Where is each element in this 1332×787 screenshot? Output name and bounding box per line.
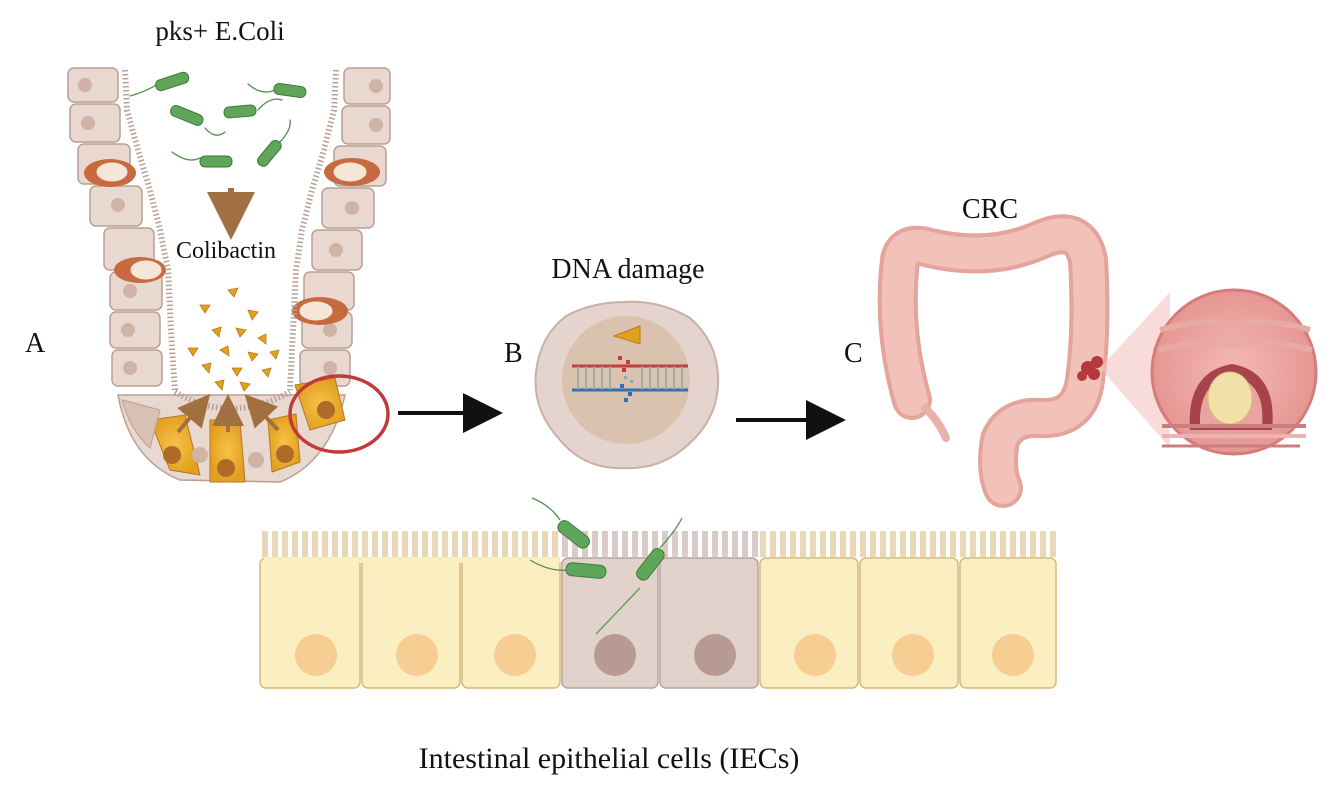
magnified-tumor-lens [1150, 288, 1318, 456]
left-wall-nuclei [78, 78, 137, 375]
panel-label-c: C [844, 338, 863, 369]
goblet-cell-right [292, 158, 380, 325]
crypt-left-wall [67, 67, 163, 387]
iec-caption: Intestinal epithelial cells (IECs) [419, 742, 800, 775]
colon-icon [877, 214, 1110, 508]
crc-panel: CRC C [844, 194, 1318, 508]
colibactin-molecules [187, 287, 280, 392]
bacterium-icon [129, 71, 190, 97]
right-wall-nuclei [323, 79, 383, 375]
magnify-cone [1100, 292, 1170, 448]
pks-ecoli-title: pks+ E.Coli [155, 16, 284, 46]
bacteria-group [129, 71, 307, 168]
bacterium-icon [247, 82, 307, 99]
bacterium-icon [169, 105, 226, 136]
iec-nuclei [295, 634, 1034, 676]
nucleus [562, 316, 690, 444]
bacterium-icon [171, 151, 233, 168]
highlighted-cell-circle [288, 374, 390, 454]
adherent-bacteria [529, 497, 683, 635]
crypt-left-microvilli [122, 69, 178, 391]
crypt-right-microvilli [287, 69, 339, 391]
bacterium-icon [257, 119, 291, 167]
crypt-right-wall [299, 67, 391, 387]
iec-panel: Intestinal epithelial cells (IECs) [259, 497, 1057, 775]
dna-damage-panel: DNA damage B [504, 254, 720, 470]
bacterium-icon [223, 98, 283, 119]
crypt-base [117, 377, 346, 483]
panel-label-a: A [25, 328, 46, 359]
crypt-panel: pks+ E.Coli A [25, 16, 391, 483]
panel-label-b: B [504, 338, 523, 369]
dna-strand-icon [572, 356, 688, 402]
colibactin-uptake-arrows [176, 393, 280, 434]
colibactin-icon [612, 325, 641, 345]
goblet-cell-left [84, 159, 166, 283]
dna-damage-title: DNA damage [551, 254, 704, 285]
colibactin-label: Colibactin [176, 238, 276, 264]
iec-cells [259, 557, 1057, 689]
tumor-icon [1077, 356, 1103, 381]
iec-microvilli [262, 531, 1056, 563]
crc-title: CRC [962, 194, 1018, 225]
